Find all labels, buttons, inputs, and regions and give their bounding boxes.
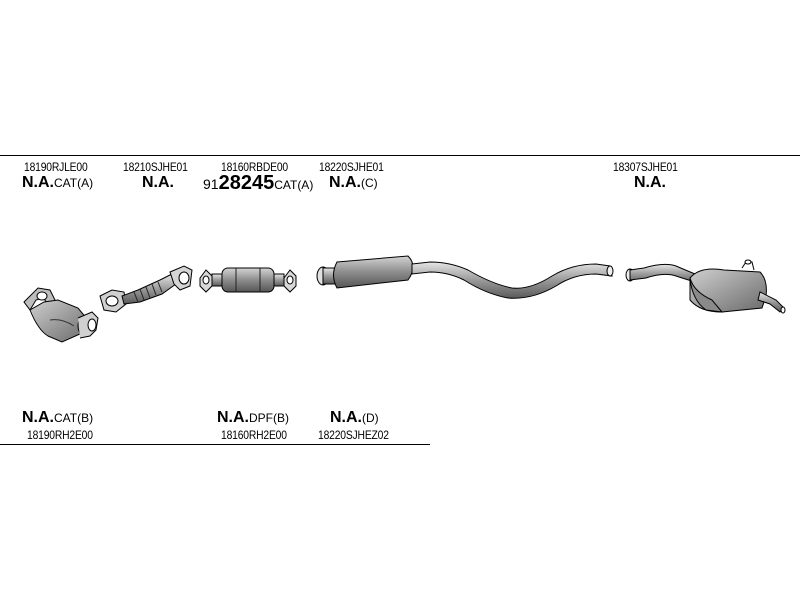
code-suffix: (C) — [361, 176, 378, 190]
part-number: 18220SJHE01 — [319, 160, 384, 174]
code-suffix: CAT(A) — [54, 176, 94, 190]
na-code: N.A. — [634, 174, 666, 191]
code-suffix: (D) — [362, 411, 379, 425]
code-suffix: DPF(B) — [249, 411, 289, 425]
na-code: N.A. — [142, 174, 174, 191]
particulate-filter — [199, 267, 297, 293]
na-code: N.A. — [22, 174, 54, 191]
part-number: 18190RJLE00 — [24, 160, 88, 174]
na-code: 28245 — [218, 172, 275, 194]
flex-front-pipe — [99, 265, 193, 313]
code-suffix: CAT(A) — [274, 178, 314, 192]
code-prefix: 91 — [203, 176, 219, 192]
part-number: 18160RBDE00 — [221, 160, 288, 174]
middle-silencer-pipe — [316, 255, 614, 299]
catalytic-converter-manifold — [23, 287, 99, 343]
rear-silencer — [625, 259, 786, 314]
part-number: 18307SJHE01 — [613, 160, 678, 174]
part-number: 18210SJHE01 — [123, 160, 188, 174]
top-divider — [0, 155, 800, 156]
na-code: N.A. — [329, 174, 361, 191]
part-number: 18160RH2E00 — [221, 428, 287, 442]
na-code: N.A. — [22, 409, 54, 426]
part-number: 18220SJHEZ02 — [318, 428, 389, 442]
bottom-divider — [0, 444, 430, 445]
code-suffix: CAT(B) — [54, 411, 94, 425]
na-code: N.A. — [330, 409, 362, 426]
part-number: 18190RH2E00 — [27, 428, 93, 442]
na-code: N.A. — [217, 409, 249, 426]
